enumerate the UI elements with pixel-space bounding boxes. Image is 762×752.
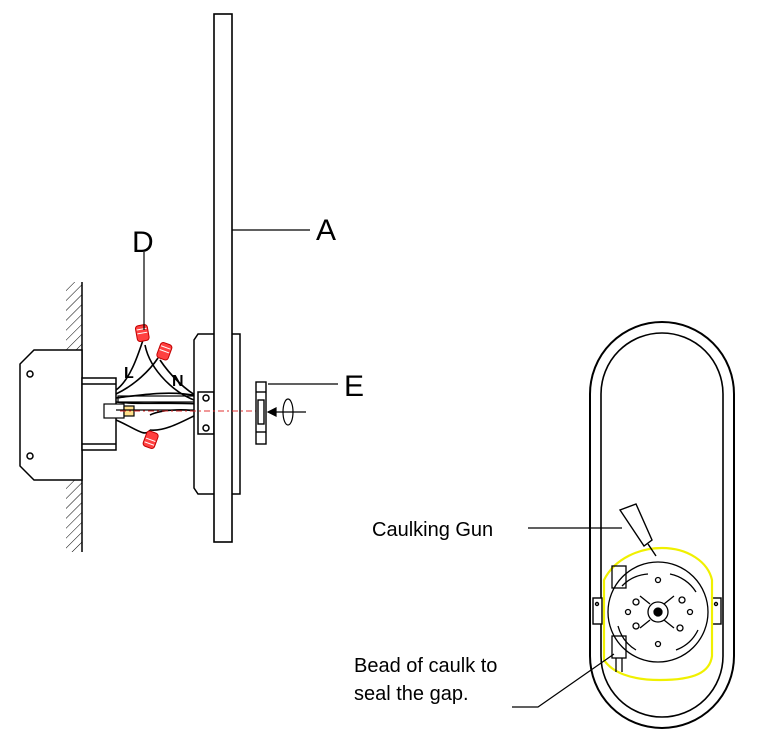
fixture-inner-frame xyxy=(600,332,724,718)
caulking-gun-nozzle xyxy=(618,503,657,557)
label-n: N xyxy=(172,373,184,390)
fixture-panel-a xyxy=(213,13,233,543)
mounting-plate xyxy=(607,561,709,672)
label-caulking-gun: Caulking Gun xyxy=(372,519,493,541)
side-view: A D E L N xyxy=(19,13,364,552)
wires xyxy=(115,339,201,434)
label-bead-line1: Bead of caulk to xyxy=(354,655,497,677)
wire-connectors xyxy=(134,324,173,449)
junction-box xyxy=(19,349,117,481)
front-view: Caulking Gun Bead of caulk to seal the g… xyxy=(354,321,735,729)
label-l: L xyxy=(124,365,134,382)
front-leader-lines xyxy=(512,527,622,708)
cap-e xyxy=(255,381,267,445)
rotate-arrow-icon xyxy=(266,398,306,426)
wire-connector-bottom xyxy=(142,430,159,449)
wire-connector-middle xyxy=(156,342,173,361)
side-clips xyxy=(592,597,722,625)
wire-connector-top xyxy=(134,324,150,343)
leader-lines xyxy=(143,229,338,385)
caulk-bead xyxy=(602,546,714,682)
fixture-outer-frame xyxy=(589,321,735,729)
label-e: E xyxy=(344,370,364,403)
label-d: D xyxy=(132,226,154,259)
label-bead-line2: seal the gap. xyxy=(354,683,469,705)
label-a: A xyxy=(316,214,336,247)
